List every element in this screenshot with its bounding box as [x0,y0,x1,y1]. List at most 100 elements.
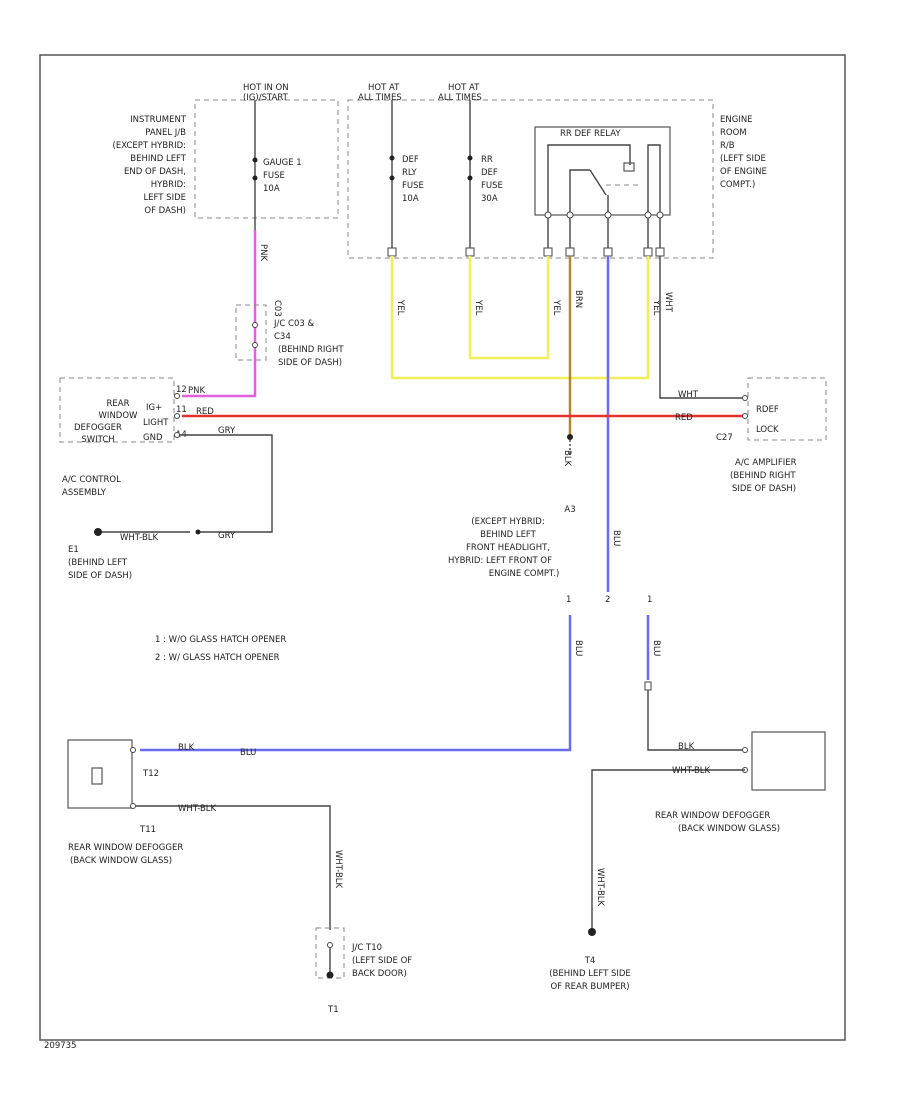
svg-text:(BEHIND RIGHT: (BEHIND RIGHT [278,345,344,355]
wire-label-pnk-2: PNK [188,386,205,396]
ac-amp-lock-label: LOCK [756,425,779,435]
svg-text:BEHIND LEFT: BEHIND LEFT [480,530,537,540]
yellow-wire-inner [468,256,550,360]
gauge-fuse-top-terminal [252,157,258,163]
gray-wire [180,434,273,533]
svg-text:RLY: RLY [402,168,418,178]
svg-text:LEFT SIDE: LEFT SIDE [143,193,186,203]
blk-wire-rear-right [647,690,745,751]
svg-text:SIDE OF DASH): SIDE OF DASH) [68,571,132,581]
mark-1: 1 [566,595,571,605]
ac-amplifier-box [747,377,827,441]
wire-label-wht-blk-t4: WHT-BLK [595,868,605,907]
svg-text:REAR WINDOW DEFOGGER: REAR WINDOW DEFOGGER [655,811,770,821]
svg-text:(LEFT SIDE OF: (LEFT SIDE OF [352,956,412,966]
rr-def-fuse-top-terminal [467,155,473,161]
svg-text:GAUGE 1: GAUGE 1 [263,158,302,168]
svg-text:BEHIND LEFT: BEHIND LEFT [130,154,187,164]
svg-text:(BEHIND LEFT SIDE: (BEHIND LEFT SIDE [549,969,631,979]
e1-ground-icon [94,528,102,536]
svg-text:T4: T4 [584,956,596,966]
def-rly-fuse-label: DEF RLY FUSE 10A [402,155,424,204]
wire-label-wht-blk-e1: WHT-BLK [120,533,159,543]
rear-window-defogger-right-label: REAR WINDOW DEFOGGER (BACK WINDOW GLASS) [655,811,780,834]
svg-text:(BACK WINDOW GLASS): (BACK WINDOW GLASS) [678,824,780,834]
defogger-heater-element-icon [91,767,103,785]
svg-text:A3: A3 [564,505,575,515]
svg-text:FUSE: FUSE [263,171,285,181]
svg-text:(BACK WINDOW GLASS): (BACK WINDOW GLASS) [70,856,172,866]
svg-text:HOT AT: HOT AT [448,83,480,93]
wire-label-gry-2: GRY [218,531,236,541]
svg-text:R/B: R/B [720,141,735,151]
ac-pin-gnd-label: GND [143,433,163,443]
t1-ground-icon [326,971,334,979]
mark-2: 2 [605,595,610,605]
gauge-fuse-bottom-terminal [252,175,258,181]
wire-label-blk-a3: BLK [562,450,572,467]
wire-label-blu-2: BLU [573,640,583,656]
jc-c03-box [235,304,267,361]
svg-text:RR: RR [481,155,493,165]
ac-amplifier-label: A/C AMPLIFIER (BEHIND RIGHT SIDE OF DASH… [730,458,797,494]
rear-window-defogger-left-box [67,739,133,809]
ac-pin-ig-label: IG+ [146,403,162,413]
rr-def-relay-box [534,126,671,216]
note-1: 1 : W/O GLASS HATCH OPENER [155,635,286,645]
ac-pin-11: 11 [176,405,187,415]
hot-in-on-label: HOT IN ON (IG)/START [243,83,289,103]
wire-label-wht-1: WHT [663,292,673,313]
wire-label-yel-4: YEL [651,299,661,316]
rear-window-defogger-switch-label: REAR WINDOW DEFOGGER SWITCH [74,399,138,445]
jc-c03-label: J/C C03 & C34 (BEHIND RIGHT SIDE OF DASH… [273,319,344,368]
svg-text:HYBRID:: HYBRID: [151,180,186,190]
wire-label-red-1: RED [196,407,214,417]
svg-text:HYBRID: LEFT FRONT OF: HYBRID: LEFT FRONT OF [448,556,552,566]
rl-defogger-terminal-1 [130,747,136,753]
svg-text:OF ENGINE: OF ENGINE [720,167,767,177]
yellow-wire-outer [390,256,650,380]
svg-text:C34: C34 [274,332,291,342]
diagram-frame [39,54,846,1041]
svg-text:(IG)/START: (IG)/START [243,93,289,103]
svg-text:(BEHIND LEFT: (BEHIND LEFT [68,558,128,568]
svg-text:(BEHIND RIGHT: (BEHIND RIGHT [730,471,796,481]
wire-label-yel-2: YEL [473,299,483,316]
svg-text:FUSE: FUSE [481,181,503,191]
svg-text:10A: 10A [402,194,419,204]
wht-blk-wire-rear-right [591,769,745,932]
ac-control-assembly-box [59,377,175,443]
t12-label: T12 [142,769,159,779]
wire-label-blk-rr: BLK [678,742,695,752]
rr-def-fuse-bottom-terminal [467,175,473,181]
wire-label-blu-3: BLU [651,640,661,656]
wire-label-red-2: RED [675,413,693,423]
svg-text:ENGINE: ENGINE [720,115,753,125]
e1-label: E1 (BEHIND LEFT SIDE OF DASH) [68,545,132,581]
svg-text:WINDOW: WINDOW [99,411,139,421]
hot-at-all-times-label-1: HOT AT ALL TIMES [358,83,402,103]
instrument-panel-label: INSTRUMENT PANEL J/B (EXCEPT HYBRID: BEH… [113,115,187,216]
jc-c03-terminal-1 [252,322,258,328]
engine-room-rb-box [347,99,714,259]
svg-text:(LEFT SIDE: (LEFT SIDE [720,154,766,164]
rr-defogger-terminal-1 [742,747,748,753]
pink-wire [182,230,257,398]
svg-text:ASSEMBLY: ASSEMBLY [62,488,107,498]
svg-text:(EXCEPT HYBRID:: (EXCEPT HYBRID: [113,141,186,151]
svg-text:BACK DOOR): BACK DOOR) [352,969,407,979]
hot-at-all-times-label-2: HOT AT ALL TIMES [438,83,482,103]
svg-text:J/C C03 &: J/C C03 & [273,319,314,329]
rear-window-defogger-right-box [751,731,826,791]
ac-terminal-2 [174,413,180,419]
ac-pin-light-label: LIGHT [143,418,169,428]
gauge-fuse-label: GAUGE 1 FUSE 10A [263,158,302,194]
wire-label-blu-rw: BLU [240,748,256,758]
jc-c03-terminal-2 [252,342,258,348]
rl-defogger-terminal-2 [130,803,136,809]
svg-text:DEFOGGER: DEFOGGER [74,423,122,433]
wire-label-yel-1: YEL [395,299,405,316]
engine-room-rb-label: ENGINE ROOM R/B (LEFT SIDE OF ENGINE COM… [720,115,767,190]
svg-text:SWITCH: SWITCH [81,435,114,445]
wire-label-blk-rw: BLK [178,743,195,753]
